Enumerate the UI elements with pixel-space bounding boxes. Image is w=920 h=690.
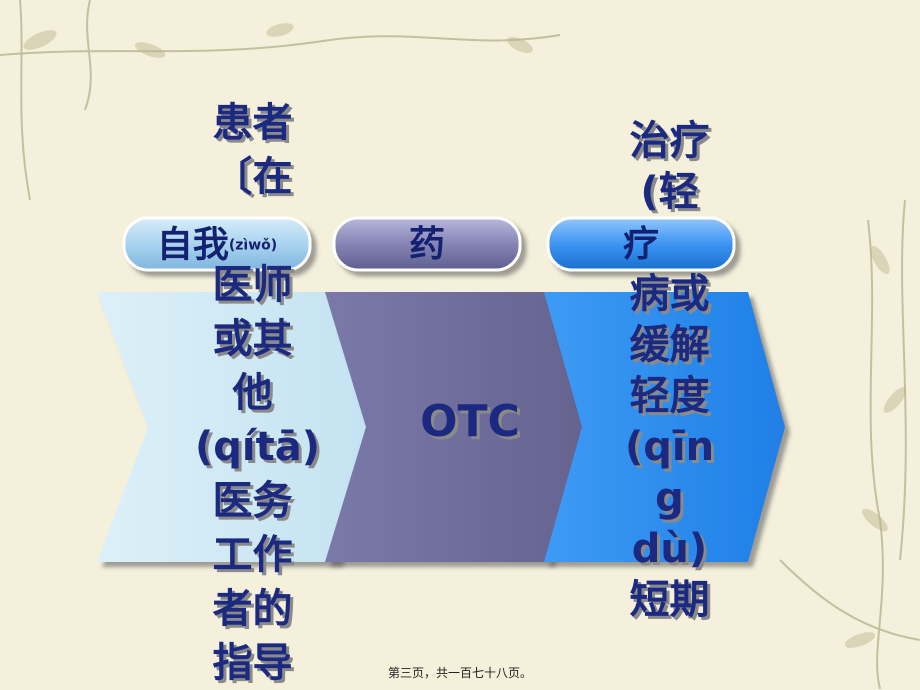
pill-self-background [122, 216, 312, 272]
arrow-otc-label: OTC [420, 396, 520, 447]
pill-self-main: 自我 [156, 224, 229, 266]
left-text-column: 患者 〔在 医师 或其 他 (qítā) 医务 工作 者的 指导 [195, 100, 321, 686]
arrow-chevron-2 [325, 292, 587, 562]
page-footer: 第三页，共一百七十八页。 [387, 666, 532, 680]
pill-medicine-main: 药 [408, 224, 445, 265]
pill-medicine-background [332, 216, 522, 272]
arrow-chevron-1 [97, 292, 375, 562]
pill-therapy-label: 疗 [548, 221, 734, 269]
right-text-column: 治疗 (轻 病或 缓解 轻度 (qīn g dù) 短期 [624, 118, 715, 623]
pill-therapy-main: 疗 [622, 224, 659, 265]
pill-self-ruby: (zìwǒ) [228, 237, 278, 254]
vine-leaf-decoration [23, 23, 907, 648]
pill-self-label: 自我(zìwǒ) [124, 221, 310, 269]
arrow-chevron-3 [544, 292, 785, 562]
pill-medicine-label: 药 [334, 221, 520, 269]
pill-therapy-background [546, 216, 736, 272]
